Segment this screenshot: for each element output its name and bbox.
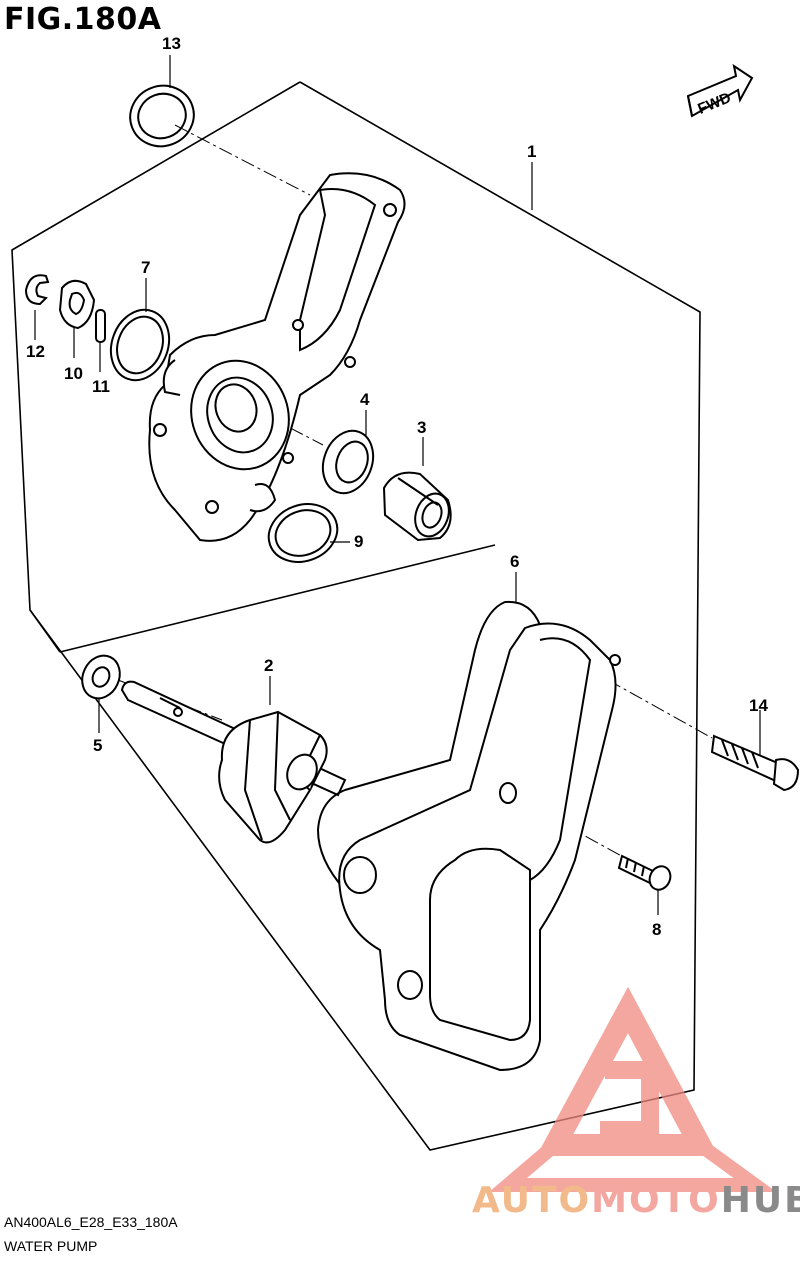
callout-7: 7	[141, 258, 151, 277]
callout-2: 2	[264, 656, 274, 675]
assembly-outline	[11, 81, 701, 1151]
o-ring-13	[129, 84, 195, 148]
callout-3: 3	[417, 418, 427, 437]
screw-8	[617, 854, 672, 891]
figure-title: FIG.180A	[4, 2, 162, 37]
watermark-hub: HUB	[720, 1180, 800, 1221]
retainer-10	[58, 279, 96, 330]
pump-cover	[338, 622, 621, 1072]
pump-body-1	[148, 172, 406, 542]
watermark-moto: MOTO	[591, 1180, 721, 1221]
callout-12: 12	[26, 342, 45, 361]
section-name: WATER PUMP	[4, 1238, 98, 1254]
model-code: AN400AL6_E28_E33_180A	[4, 1214, 178, 1230]
fwd-arrow-icon	[686, 63, 754, 118]
callout-6: 6	[510, 552, 520, 571]
pin-11	[95, 309, 106, 343]
oil-seal-4	[321, 429, 375, 495]
watermark-auto: AUTO	[472, 1180, 592, 1221]
mechanical-seal-3	[382, 471, 452, 542]
watermark-logo	[488, 986, 777, 1192]
callout-14: 14	[749, 696, 768, 715]
washer-5	[81, 654, 121, 700]
callout-8: 8	[652, 920, 662, 939]
callout-13: 13	[162, 34, 181, 53]
callout-4: 4	[360, 390, 370, 409]
callout-1: 1	[527, 142, 537, 161]
bolt-14	[710, 734, 800, 792]
impeller-shaft-2	[120, 680, 347, 844]
callout-9: 9	[354, 532, 364, 551]
o-ring-9	[267, 503, 339, 563]
callout-5: 5	[93, 736, 103, 755]
o-ring-7	[109, 308, 171, 382]
callout-11: 11	[92, 377, 110, 396]
callout-10: 10	[64, 364, 83, 383]
watermark-text: AUTOMOTOHUB	[472, 1180, 800, 1221]
e-clip-12	[24, 274, 50, 306]
